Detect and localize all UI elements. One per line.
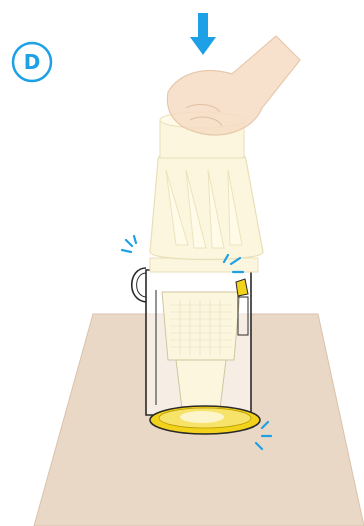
click-sparks-icon-left	[122, 236, 136, 252]
clear-bin	[132, 268, 251, 425]
cyclone-assembly	[150, 112, 263, 272]
step-badge: D	[13, 43, 51, 81]
bin-lid	[150, 406, 260, 434]
hand	[167, 36, 300, 135]
down-arrow-icon	[190, 13, 216, 55]
step-badge-label: D	[24, 50, 41, 74]
